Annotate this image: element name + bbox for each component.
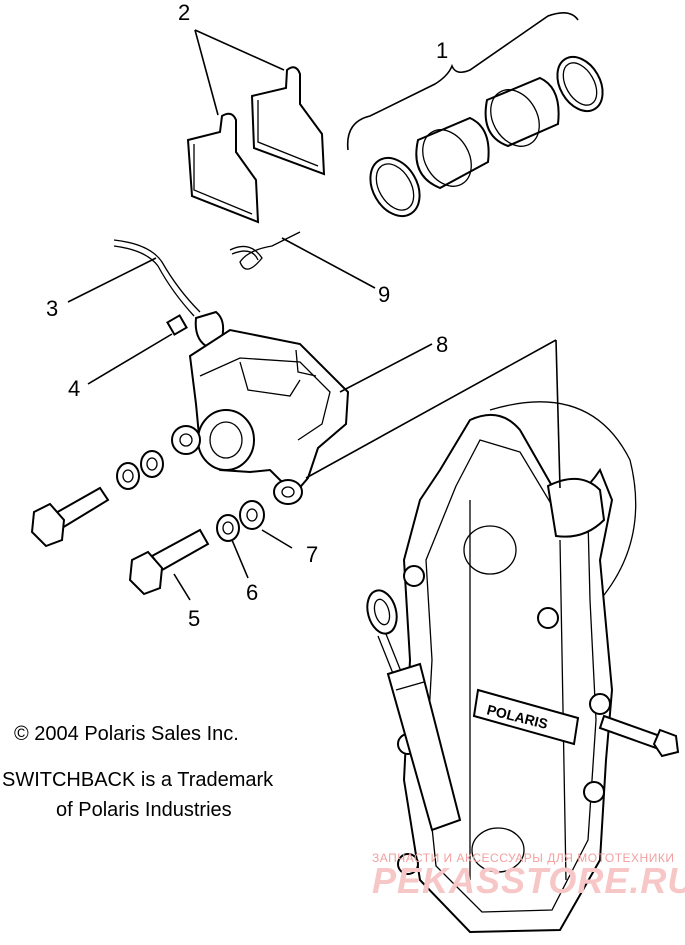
brake-pad-group <box>186 66 326 224</box>
callout-8: 8 <box>436 332 448 357</box>
callout-9: 9 <box>378 282 390 307</box>
watermark-tagline: ЗАПЧАСТИ И АКСЕССУАРЫ ДЛЯ МОТОТЕХНИКИ <box>372 851 675 865</box>
callout-7: 7 <box>306 542 318 567</box>
watermark-logo: PEKASSTORE.RU <box>372 860 685 901</box>
brake-line-group <box>113 239 225 348</box>
callout-labels: 1 2 3 4 5 6 7 8 9 <box>46 0 448 631</box>
callout-1: 1 <box>436 38 448 63</box>
piston-seal-group <box>346 12 604 218</box>
caliper-body <box>171 328 350 505</box>
washer-group <box>116 450 265 542</box>
leader-lines <box>67 29 561 601</box>
callout-3: 3 <box>46 296 58 321</box>
trademark-line-1: SWITCHBACK is a Trademark <box>2 769 274 791</box>
copyright-notice: © 2004 Polaris Sales Inc. <box>14 723 239 745</box>
callout-4: 4 <box>68 376 80 401</box>
callout-2: 2 <box>178 0 190 25</box>
callout-5: 5 <box>188 606 200 631</box>
trademark-line-2: of Polaris Industries <box>56 799 232 821</box>
bolt-group <box>30 486 210 596</box>
callout-6: 6 <box>246 580 258 605</box>
tensioner-assembly <box>366 589 462 832</box>
retaining-clip <box>229 231 301 270</box>
